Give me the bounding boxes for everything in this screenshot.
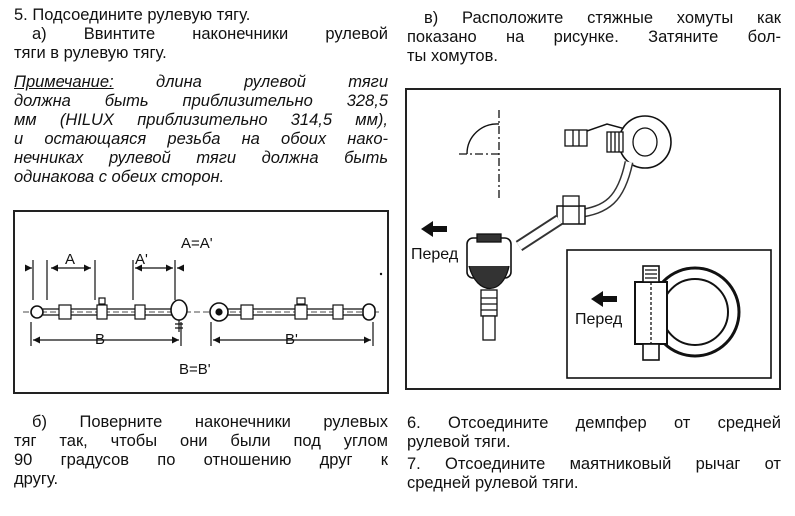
label-a: A	[65, 251, 75, 268]
label-b: B	[95, 331, 105, 348]
note-line2: должна быть приблизительно 328,5	[14, 92, 388, 110]
label-a-prime: A'	[135, 251, 148, 268]
tie-rod-diagram: A A' A=A' B B' B=B'	[23, 235, 383, 378]
note-label: Примечание:	[14, 73, 114, 91]
front-label-inset: Перед	[575, 311, 623, 328]
label-b-prime: B'	[285, 331, 298, 348]
label-b-equals-b-prime: B=B'	[179, 361, 211, 378]
step5b-line4: другу.	[14, 470, 59, 488]
note-line3: мм (HILUX приблизительно 314,5 мм),	[14, 111, 388, 129]
step5c-line1: в) Расположите стяжные хомуты как	[424, 9, 781, 27]
note-line1-text: длина рулевой тяги	[113, 73, 388, 91]
note-line1: Примечание: длина рулевой тяги	[14, 73, 388, 92]
clamp-figure: Перед Перед	[405, 88, 781, 390]
step5b-line1: б) Поверните наконечники рулевых	[32, 413, 388, 431]
step5b-line2: тяг так, чтобы они были под углом	[14, 432, 388, 450]
step5a-line2: тяги в рулевую тягу.	[14, 44, 167, 62]
front-label-main: Перед	[411, 246, 459, 263]
note-block: Примечание: длина рулевой тяги должна бы…	[14, 73, 388, 187]
tie-rod-figure: A A' A=A' B B' B=B'	[13, 210, 389, 394]
step5c-line3: ты хомутов.	[407, 47, 498, 65]
note-line6: одинакова с обеих сторон.	[14, 168, 225, 186]
label-a-equals-a-prime: A=A'	[181, 235, 213, 252]
step6-line1: 6. Отсоедините демпфер от средней	[407, 414, 781, 432]
note-line5: нечниках рулевой тяги должна быть	[14, 149, 388, 167]
step5-title: 5. Подсоедините рулевую тягу.	[14, 6, 251, 24]
note-line4: и остающаяся резьба на обоих нако-	[14, 130, 388, 148]
step5b-line3: 90 градусов по отношению друг к	[14, 451, 388, 469]
step6-line2: рулевой тяги.	[407, 433, 511, 451]
step7-line2: средней рулевой тяги.	[407, 474, 579, 492]
step5c-line2: показано на рисунке. Затяните бол-	[407, 28, 781, 46]
clamp-diagram: Перед Перед	[411, 110, 772, 379]
step7-line1: 7. Отсоедините маятниковый рычаг от	[407, 455, 781, 473]
step5a-line1: а) Ввинтите наконечники рулевой	[32, 25, 388, 43]
